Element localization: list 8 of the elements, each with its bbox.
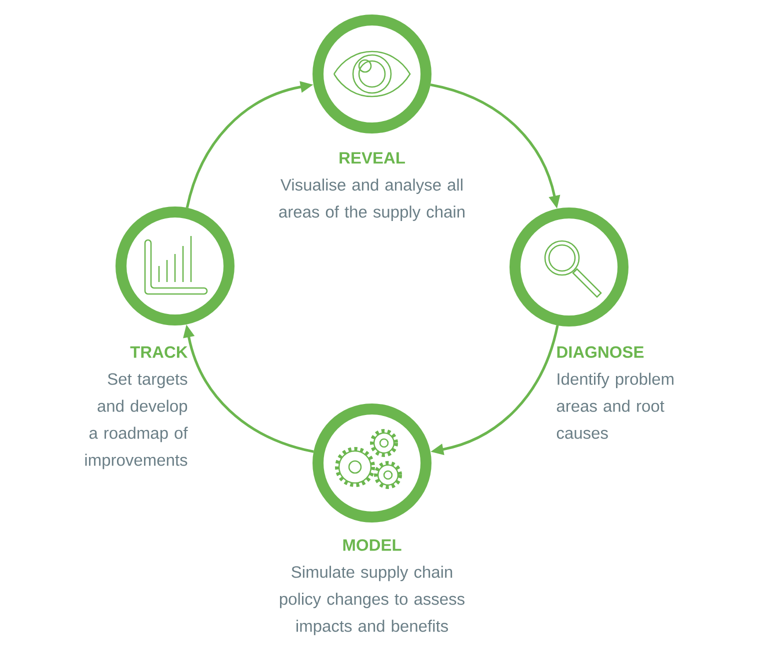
step-title: MODEL <box>343 539 402 551</box>
step-description: Identify problem areas and root causes <box>556 372 674 439</box>
step-title: DIAGNOSE <box>557 346 644 358</box>
step-description: Set targets and develop a roadmap of improvements <box>85 373 188 470</box>
step-title: REVEAL <box>340 152 405 164</box>
step-description: Simulate supply chain policy changes to assess impacts and benefits <box>280 566 464 636</box>
step-title: TRACK <box>130 346 188 358</box>
step-description: Visualise and analyse all areas of the supply chain <box>279 178 464 221</box>
